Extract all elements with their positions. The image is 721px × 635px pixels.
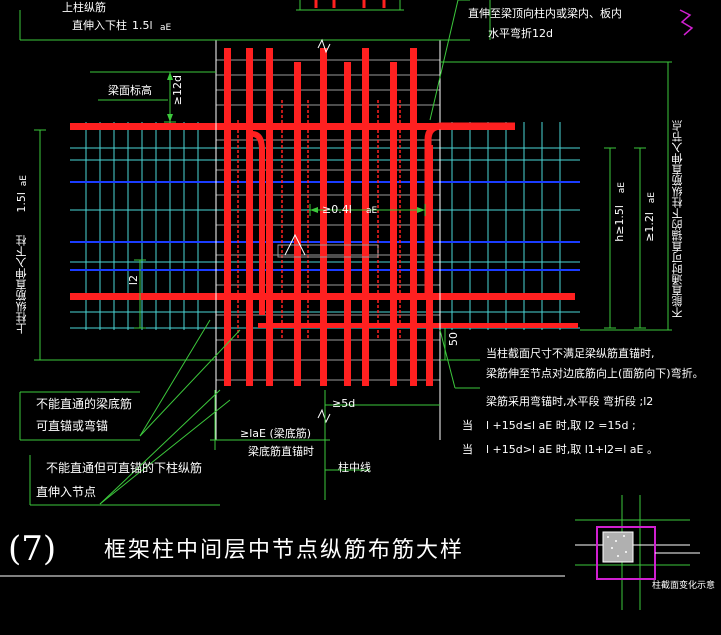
left-vertical-label-a: 上柱纵筋直伸入下柱 [15, 235, 28, 334]
note-line-4: l +15d≤l aE 时,取 l2 =15d ; [486, 419, 636, 432]
lae-label-b: 梁底筋直锚时 [248, 445, 314, 458]
note-line-2: 梁筋伸至节点对边底筋向上(面筋向下)弯折。 [486, 367, 704, 380]
dimension-lines [19, 0, 672, 506]
right-h-label: h≥1.5l [613, 205, 626, 242]
center-line-label: 柱中线 [338, 461, 371, 474]
left-note-1a: 不能直通的梁底筋 [36, 397, 133, 411]
beam-top-elevation-label: 梁面标高 [108, 84, 152, 97]
right-vertical-note: 不能直通时可直锚的下柱纵筋直伸入节点 [671, 120, 684, 318]
upper-col-label-a: 上柱纵筋 [62, 1, 106, 14]
upper-col-len: 1.5l [132, 19, 153, 32]
straight-note-b: 水平弯折12d [488, 27, 553, 40]
note-line-4-prefix: 当 [462, 419, 473, 432]
upper-col-label-b: 直伸入下柱 [72, 19, 127, 32]
straight-note-a: 直伸至梁顶向柱内或梁内、板内 [468, 7, 622, 20]
dimension-arrows [167, 72, 425, 213]
left-note-2b: 直伸入节点 [36, 485, 97, 499]
note-line-1: 当柱截面尺寸不满足梁纵筋直锚时, [486, 347, 655, 360]
column-section-detail [575, 495, 700, 610]
l2-label: l2 [127, 275, 140, 286]
detail-number: (7) [8, 529, 57, 569]
upper-col-len-sub: aE [160, 23, 172, 33]
lae-label-a: ≥laE (梁底筋) [240, 427, 312, 440]
dim-5d-label: ≥5d [332, 397, 356, 410]
note-line-5-prefix: 当 [462, 443, 473, 456]
dim-12d-label: ≥12d [171, 75, 184, 106]
section-caption: 柱截面变化示意 [652, 581, 716, 591]
column-region [215, 40, 515, 440]
drawing-title: 框架柱中间层中节点纵筋布筋大样 [104, 538, 465, 563]
mid-dim-sub: aE [366, 206, 378, 216]
left-note-1b: 可直锚或弯锚 [36, 419, 109, 433]
break-symbol-icon [679, 9, 694, 36]
left-vertical-label-c: aE [19, 175, 29, 187]
top-rebar-stubs [314, 0, 386, 8]
right-h-sub: aE [617, 182, 627, 194]
mid-dim-label: ≥0.4l [322, 203, 352, 216]
left-vertical-label-b: 1.5l [15, 192, 28, 213]
note-line-3: 梁筋采用弯锚时,水平段 弯折段 ;l2 [486, 395, 654, 408]
dim-50-label: 50 [447, 332, 460, 346]
note-line-5: l +15d>l aE 时,取 l1+l2=l aE 。 [486, 443, 658, 456]
left-note-2a: 不能直通但可直锚的下柱纵筋 [46, 461, 203, 475]
right-12-label: ≥1.2l [643, 212, 656, 242]
right-12-sub: aE [647, 192, 657, 204]
